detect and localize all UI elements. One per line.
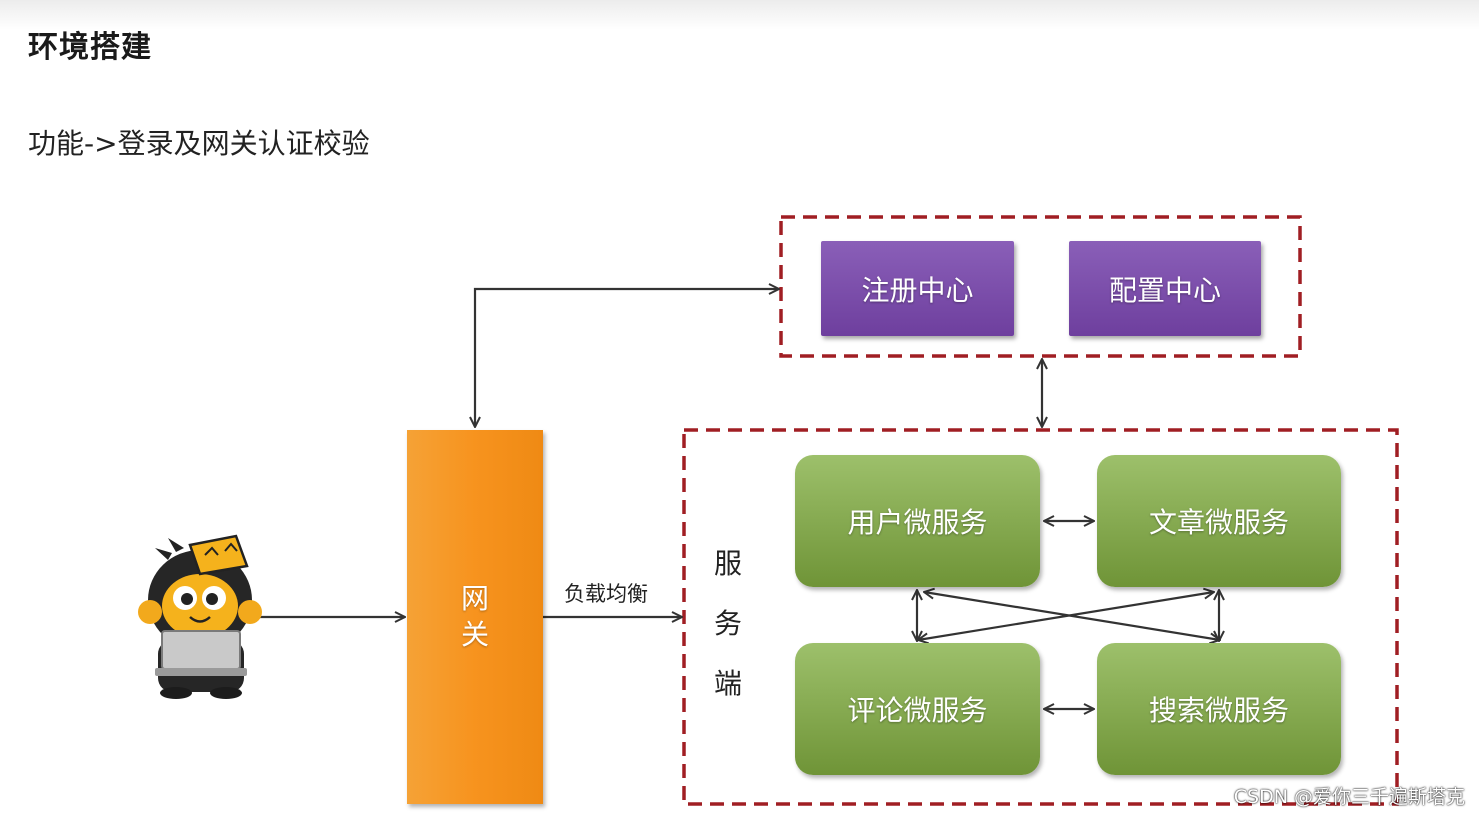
gateway-box: 网关 [407,430,543,804]
search-service-box: 搜索微服务 [1097,643,1341,775]
article-service-box: 文章微服务 [1097,455,1341,587]
server-side-label: 服务端 [713,547,742,700]
client-mascot-icon [138,534,262,699]
comment-service-box: 评论微服务 [795,643,1040,775]
gateway-to-registry-arrow [475,289,779,427]
server-group-border [682,428,1399,806]
watermark: CSDN @爱你三千遍斯塔克 [1233,786,1465,808]
config-center-box: 配置中心 [1069,241,1261,336]
article-comment-arrow [918,592,1214,640]
page-subtitle: 功能->登录及网关认证校验 [28,127,370,160]
user-service-box: 用户微服务 [795,455,1040,587]
top-shade [0,0,1479,30]
load-balance-label: 负载均衡 [564,582,648,606]
gateway-label: 网关 [460,582,489,651]
registry-center-box: 注册中心 [821,241,1014,336]
page-title: 环境搭建 [28,30,152,65]
